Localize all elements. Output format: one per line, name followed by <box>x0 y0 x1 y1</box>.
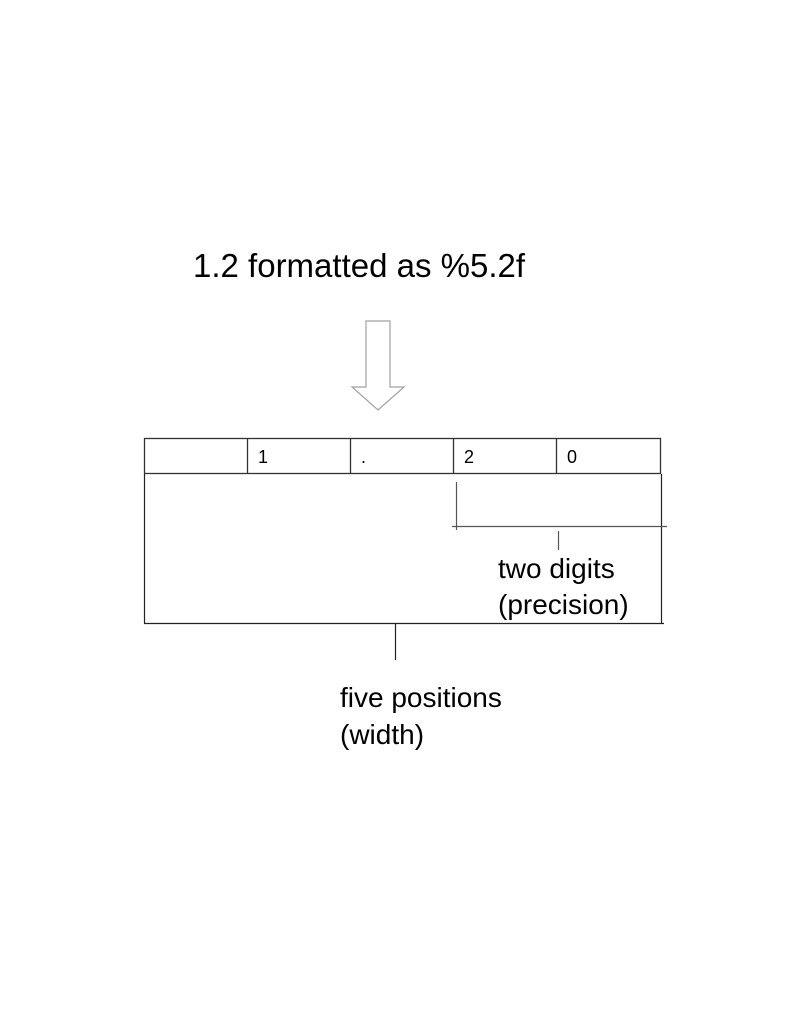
diagram-title: 1.2 formatted as %5.2f <box>193 247 526 284</box>
width-bracket <box>143 474 664 660</box>
down-arrow-icon <box>350 320 406 411</box>
cell-position-4: 2 <box>464 447 475 467</box>
cell-position-5: 0 <box>567 447 578 467</box>
precision-label-line2: (precision) <box>498 589 629 620</box>
precision-label-line1: two digits <box>498 553 615 584</box>
cell-grid <box>143 437 662 475</box>
cell-position-1 <box>145 439 247 473</box>
width-label-line1: five positions <box>340 682 502 713</box>
precision-bracket <box>452 482 667 550</box>
cell-position-2: 1 <box>258 447 269 467</box>
width-label-line2: (width) <box>340 719 425 750</box>
cell-position-3: . <box>361 447 367 467</box>
